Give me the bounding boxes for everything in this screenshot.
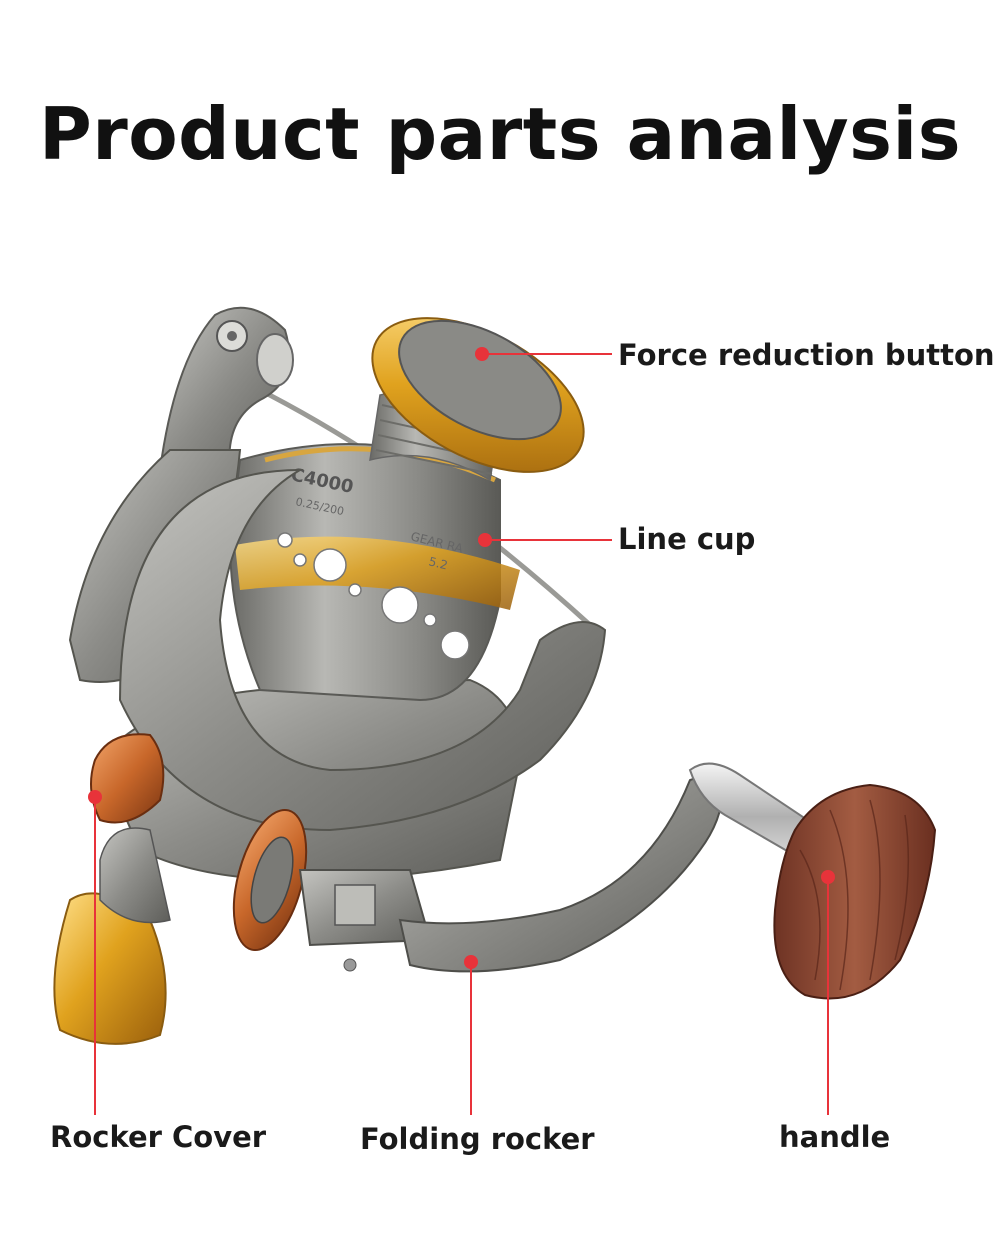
handle-knob: [773, 783, 937, 1000]
label-rocker-cover: Rocker Cover: [50, 1120, 267, 1154]
label-handle: handle: [779, 1120, 891, 1154]
page-title: Product parts analysis: [38, 92, 962, 176]
callout-handle: [821, 870, 835, 1115]
drag-knob-top: [398, 319, 562, 441]
spool-lower-rim: [235, 536, 520, 610]
spool-gear-value: 5.2: [427, 554, 449, 572]
callout-line-cup: [478, 533, 612, 547]
callout-force-reduction-button: [475, 347, 612, 361]
bail-arch: [118, 468, 607, 832]
line-roller: [256, 333, 294, 387]
callout-folding-rocker: [464, 955, 478, 1115]
label-line-cup: Line cup: [618, 522, 756, 556]
bail-arm: [158, 306, 291, 471]
label-folding-rocker: Folding rocker: [360, 1122, 595, 1156]
callout-rocker-cover: [88, 790, 102, 1115]
spool-holes: [277, 532, 470, 660]
label-force-reduction-button: Force reduction button: [618, 338, 995, 372]
